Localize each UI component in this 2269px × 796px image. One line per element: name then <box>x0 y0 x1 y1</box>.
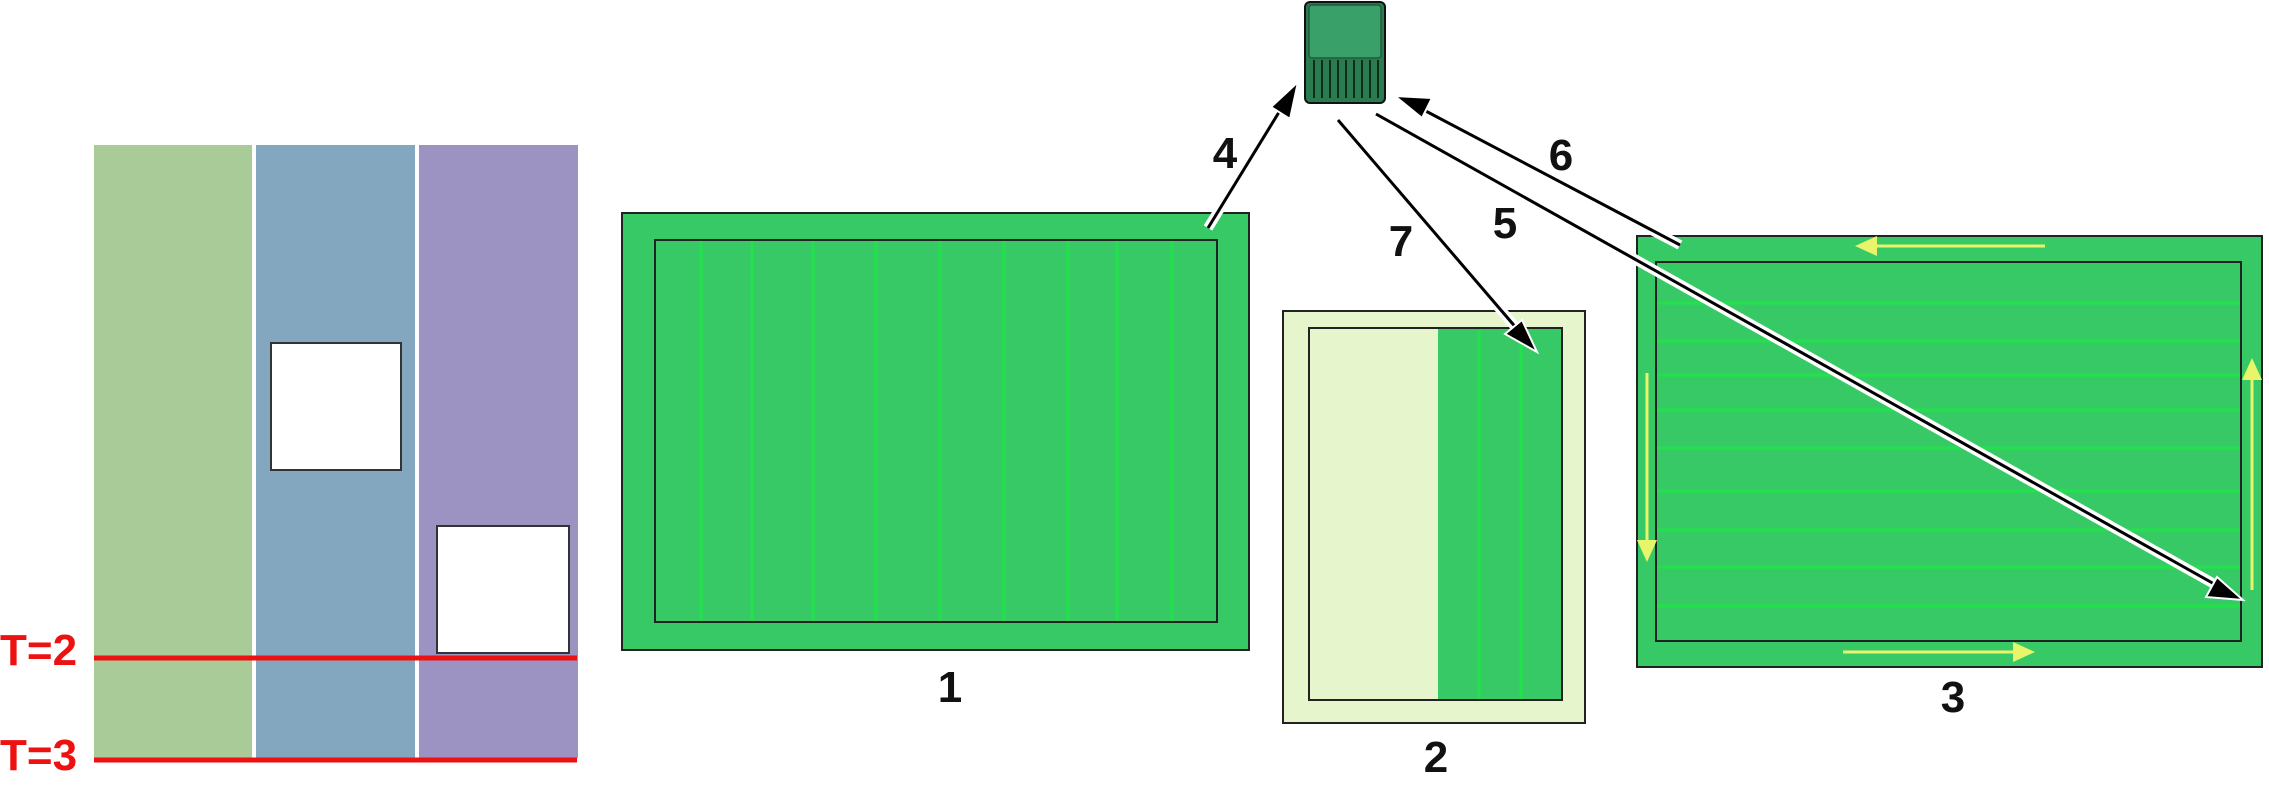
memory-device-icon <box>1304 1 1386 104</box>
box-3-stripes <box>1657 301 2240 608</box>
column-green <box>94 145 252 758</box>
arrow-6: 6 <box>1391 94 1683 250</box>
label-box-1: 1 <box>938 663 962 712</box>
field-box-1: 1 <box>621 212 1250 712</box>
white-block-upper <box>270 342 402 471</box>
field-box-2: 2 <box>1282 310 1586 782</box>
column-panel: T=2 T=3 <box>0 145 578 780</box>
column-purple <box>419 145 578 758</box>
box-2-filled-region <box>1438 329 1561 699</box>
arrow-7: 7 <box>1334 116 1540 355</box>
box-3-trajectory-arrows <box>1637 236 2262 662</box>
label-box-3: 3 <box>1941 673 1965 722</box>
label-t2: T=2 <box>0 626 77 675</box>
label-arrow-7: 7 <box>1389 217 1413 266</box>
label-t3: T=3 <box>0 731 77 780</box>
box-1-inner <box>654 239 1218 623</box>
box-2-stripes <box>1477 330 1523 699</box>
label-box-2: 2 <box>1424 733 1448 782</box>
label-arrow-4: 4 <box>1213 129 1238 178</box>
arrow-4: 4 <box>1203 79 1300 231</box>
label-arrow-6: 6 <box>1549 131 1573 180</box>
box-1-stripes <box>699 241 1174 621</box>
white-block-lower <box>436 525 570 654</box>
arrow-5: 5 <box>1373 109 2246 602</box>
label-arrow-5: 5 <box>1493 199 1517 248</box>
